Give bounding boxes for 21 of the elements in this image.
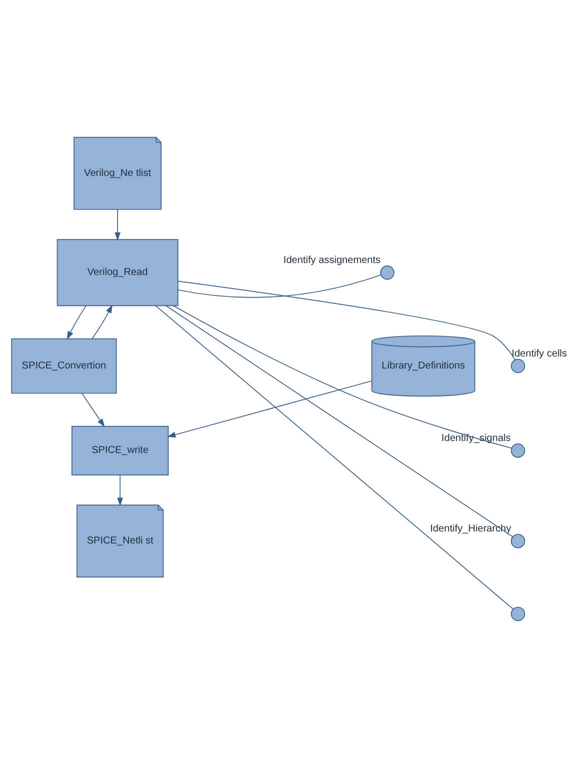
node-circle: [510, 444, 526, 458]
node-circle: [510, 534, 526, 548]
connector: [172, 305, 512, 449]
node-label: Identify assignements: [283, 255, 381, 266]
arrow: [114, 209, 121, 241]
arrow: [117, 474, 124, 506]
node-box: SPICE_Convertion: [11, 338, 117, 394]
connector: [166, 306, 514, 538]
node-circle: [510, 606, 526, 622]
node-box: SPICE_write: [72, 426, 169, 476]
arrow: [92, 304, 113, 339]
node-box: Verilog_Read: [56, 239, 178, 306]
node-circle: [510, 358, 526, 374]
node-circle: [380, 266, 394, 280]
arrow: [167, 380, 372, 438]
node-label: Identify cells: [512, 348, 567, 360]
arrow: [81, 392, 105, 428]
connector: [178, 280, 516, 360]
connector: [177, 274, 382, 298]
arrow: [66, 305, 86, 340]
connector: [155, 305, 514, 610]
